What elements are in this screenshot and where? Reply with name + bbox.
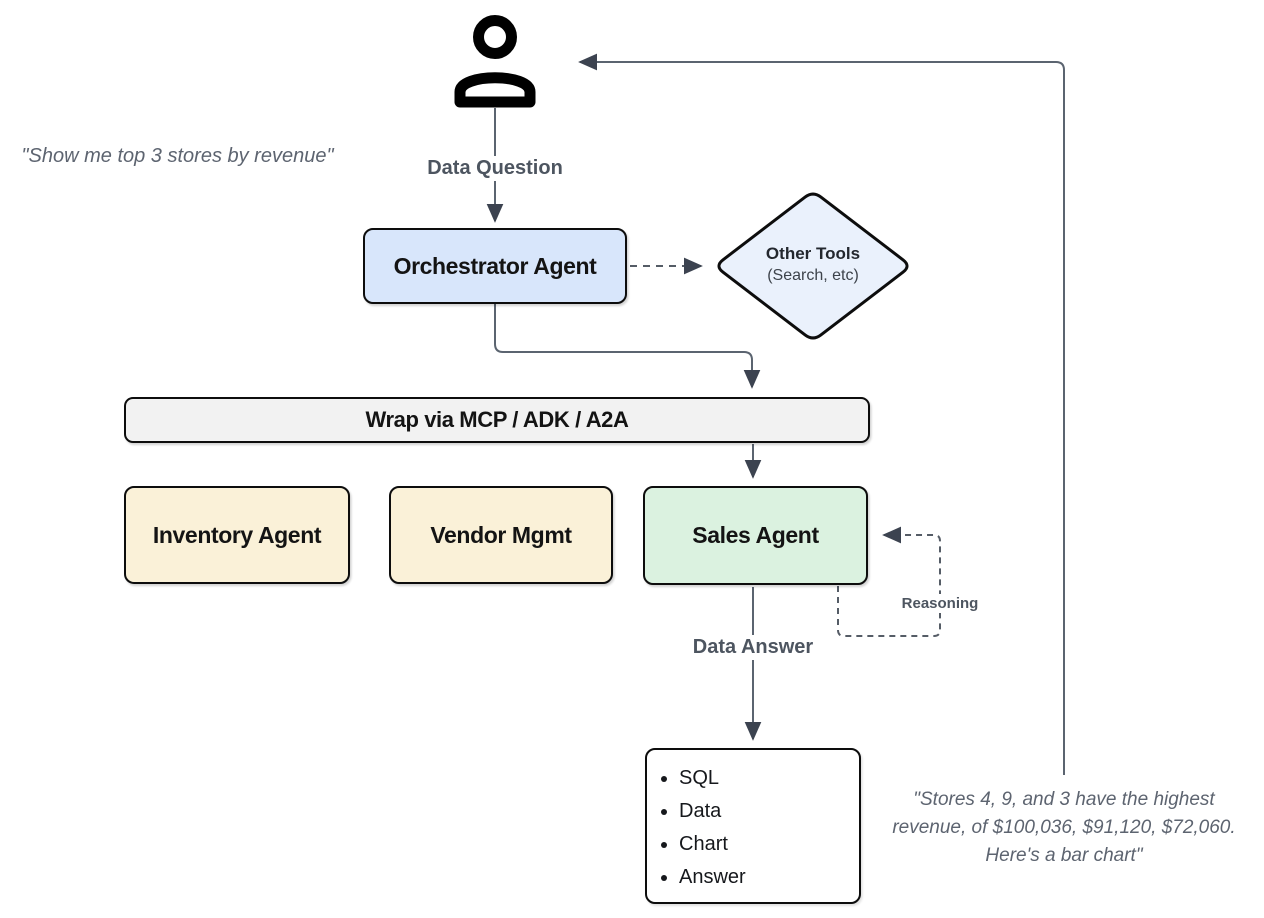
wrap-bar-label: Wrap via MCP / ADK / A2A: [365, 407, 629, 432]
data-answer-label: Data Answer: [686, 635, 820, 660]
vendor-mgmt-label: Vendor Mgmt: [430, 521, 572, 548]
wrap-mcp-adk-a2a-bar: Wrap via MCP / ADK / A2A: [124, 397, 870, 443]
inventory-agent-label: Inventory Agent: [152, 521, 322, 548]
answer-quote-line: revenue, of $100,036, $91,120, $72,060.: [892, 817, 1236, 838]
answer-quote: "Stores 4, 9, and 3 have the highest rev…: [868, 786, 1260, 870]
sales-agent-label: Sales Agent: [692, 522, 819, 548]
user-question-quote: "Show me top 3 stores by revenue": [21, 145, 334, 167]
inventory-agent-node: Inventory Agent: [124, 486, 350, 584]
output-item-answer: Answer: [679, 861, 859, 894]
person-icon: [447, 10, 542, 110]
reasoning-label: Reasoning: [895, 594, 985, 613]
arrow-feedback-to-user: [578, 53, 1065, 775]
answer-quote-line: "Stores 4, 9, and 3 have the highest: [913, 789, 1215, 810]
data-question-label: Data Question: [421, 156, 569, 181]
output-list-node: SQL Data Chart Answer: [645, 748, 861, 904]
arrow-reasoning-loop: [837, 526, 941, 637]
orchestrator-agent-node: Orchestrator Agent: [363, 228, 627, 304]
orchestrator-agent-label: Orchestrator Agent: [393, 252, 597, 279]
answer-quote-line: Here's a bar chart": [985, 845, 1143, 866]
sales-agent-node: Sales Agent: [643, 486, 868, 585]
output-item-data: Data: [679, 795, 859, 828]
other-tools-subtitle: (Search, etc): [767, 267, 859, 284]
other-tools-text: Other Tools (Search, etc): [766, 243, 860, 287]
output-item-chart: Chart: [679, 828, 859, 861]
arrow-orchestrator-to-wrap: [494, 304, 761, 389]
other-tools-title: Other Tools: [765, 244, 861, 263]
output-list: SQL Data Chart Answer: [647, 762, 859, 894]
other-tools-diamond: [717, 192, 909, 340]
output-item-sql: SQL: [679, 762, 859, 795]
vendor-mgmt-node: Vendor Mgmt: [389, 486, 613, 584]
